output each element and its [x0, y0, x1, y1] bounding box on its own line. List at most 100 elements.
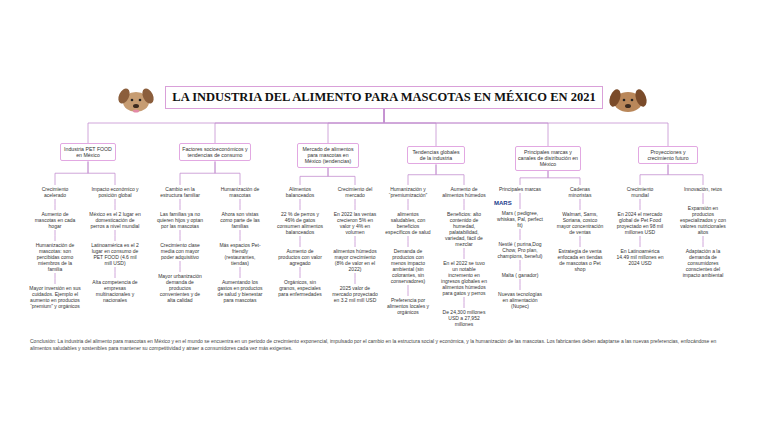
node-text: Walmart, Sams, Soriana, costco mayor con…	[556, 211, 604, 235]
node-text: Mars ( pedigree, whiskas, Pal, perfect f…	[497, 210, 543, 228]
topic-text: Orgánicos, sin granos, especiales para e…	[274, 278, 326, 298]
dog-illustration	[116, 87, 156, 113]
branch-connector	[384, 109, 668, 146]
topic-text: Crecimiento clase media con mayor poder …	[154, 241, 206, 261]
topic-text: Mayor urbanización demanda de productos …	[154, 272, 206, 304]
branch-connector	[668, 164, 703, 185]
branch-connector	[464, 199, 465, 210]
topic-text: En el 2022 se tuvo un notable incremento…	[439, 259, 489, 297]
topic-text: Walmart, Sams, Soriana, costco mayor con…	[554, 210, 606, 236]
node-text: Demanda de productos con menos impacto a…	[385, 248, 431, 284]
branch-connector	[240, 230, 241, 241]
branch-connector	[240, 267, 241, 278]
branch-connector	[115, 199, 116, 210]
branch-connector	[580, 236, 581, 247]
node-text: Impacto económico y posición global	[90, 186, 140, 198]
branch-header: Proyecciones y crecimiento futuro	[638, 146, 698, 164]
title-box: LA INDUSTRIA DEL ALIMENTO PARA MASCOTAS …	[165, 86, 603, 109]
node-text: Nuevas tecnologías en alimentación (Nupe…	[497, 291, 543, 309]
node-text: Humanización de mascotas: son percibidas…	[30, 242, 80, 272]
topic-text: Alimentos balanceados	[275, 185, 325, 199]
branch-connector	[640, 164, 668, 185]
node-text: Cadenas minoristas	[558, 186, 602, 198]
node-text: Factores socioeconómicos y tendencias de…	[182, 146, 248, 158]
branch-connector	[355, 236, 356, 247]
branch-connector	[115, 230, 116, 241]
branch-header: Factores socioeconómicos y tendencias de…	[179, 143, 251, 161]
topic-text: Estrategia de venta enfocada en tiendas …	[554, 247, 606, 273]
node-text: Innovación, retos	[681, 186, 725, 192]
node-text: 2025 valor de mercado proyectado en 3.2 …	[331, 285, 379, 303]
node-text: Malta ( ganador)	[497, 272, 543, 278]
branch-connector	[300, 267, 301, 278]
topic-text: Demanda de productos con menos impacto a…	[383, 247, 433, 285]
topic-text: En 2022 las ventas crecieron 5% en valor…	[329, 210, 381, 236]
topic-text: Nuevas tecnologías en alimentación (Nupe…	[495, 290, 545, 310]
node-text: Mercado de alimentos para mascotas en Mé…	[300, 146, 356, 165]
topic-text: Aumento de alimentos húmedos	[439, 185, 489, 199]
node-text: Adaptación a la demanda de consumidores …	[679, 248, 727, 278]
topic-text: Más espacios Pet-friendly (restaurantes,…	[214, 241, 266, 267]
node-text: Aumento de alimentos húmedos	[441, 186, 487, 198]
topic-text: Aumentando los gastos en productos de sa…	[214, 278, 266, 304]
branch-header: Mercado de alimentos para mascotas en Mé…	[297, 143, 359, 168]
topic-text: De 24,300 millones USD a 27,952 millones	[439, 308, 489, 328]
topic-text: Principales marcas	[496, 185, 544, 193]
node-text: En 2022 las ventas crecieron 5% en valor…	[331, 211, 379, 235]
branch-connector	[520, 279, 521, 290]
topic-text: Alta competencia de empresas multinacion…	[87, 278, 143, 304]
node-text: Mayor inversión en sus cuidados. Ejemplo…	[29, 285, 81, 309]
branch-connector	[215, 109, 384, 143]
node-text: Mayor urbanización demanda de productos …	[156, 273, 204, 303]
topic-text: Mayor inversión en sus cuidados. Ejemplo…	[27, 284, 83, 310]
branch-connector	[115, 267, 116, 278]
branch-connector	[88, 161, 115, 185]
node-text: Crecimiento acelerado	[31, 186, 79, 198]
node-text: Proyecciones y crecimiento futuro	[641, 149, 695, 161]
topic-text: Crecimiento del mercado	[329, 185, 381, 199]
topic-text: 22 % de perros y 46% de gatos consumen a…	[274, 210, 326, 236]
node-text: De 24,300 millones USD a 27,952 millones	[441, 309, 487, 327]
branch-header: Tendencias globales de la industria	[407, 146, 465, 164]
branch-connector	[408, 199, 409, 210]
topic-text: Humanización de mascotas: son percibidas…	[28, 241, 82, 273]
node-text: Alimentos balanceados	[277, 186, 323, 198]
branch-connector	[640, 236, 641, 247]
node-text: Beneficios: alto contenido de humedad, p…	[441, 211, 487, 247]
topic-text: Crecimiento mundial	[616, 185, 664, 199]
node-text: Estrategia de venta enfocada en tiendas …	[556, 248, 604, 272]
topic-text: Aumento de productos con valor agregado	[274, 247, 326, 267]
topic-text: Las familias ya no quieren hijos y optan…	[154, 210, 206, 230]
topic-text: En Latinoamérica 14.49 mil millones en 2…	[614, 247, 666, 267]
node-text: Tendencias globales de la industria	[410, 149, 462, 161]
branch-connector	[703, 236, 704, 247]
brand-logo-text: MARS	[494, 200, 512, 206]
branch-connector	[180, 230, 181, 241]
branch-connector	[464, 297, 465, 308]
node-text: Humanización y “premiumización”	[385, 186, 431, 198]
topic-text: Innovación, retos	[679, 185, 727, 193]
topic-text: Mars ( pedigree, whiskas, Pal, perfect f…	[495, 209, 545, 229]
branch-connector	[55, 230, 56, 241]
branch-connector	[408, 236, 409, 247]
branch-connector	[384, 109, 548, 146]
topic-text: Malta ( ganador)	[495, 271, 545, 279]
topic-text: Crecimiento acelerado	[29, 185, 81, 199]
topic-text: Humanización de mascotas	[215, 185, 265, 199]
node-text: Las familias ya no quieren hijos y optan…	[156, 211, 204, 229]
topic-text: Nestlé ( purina,Dog Chow, Pro plan, cham…	[495, 240, 545, 260]
node-text: Principales marcas	[498, 186, 542, 192]
node-text: En Latinoamérica 14.49 mil millones en 2…	[616, 248, 664, 266]
branch-connector	[520, 260, 521, 271]
branch-connector	[703, 193, 704, 204]
topic-text: Cadenas minoristas	[556, 185, 604, 199]
node-text: Industria PET FOOD en México	[63, 146, 113, 158]
node-text: Alta competencia de empresas multinacion…	[89, 279, 141, 303]
node-text: Crecimiento mundial	[618, 186, 662, 198]
node-text: Expansión en productos especializados y …	[679, 205, 727, 235]
node-text: Crecimiento clase media con mayor poder …	[156, 242, 204, 260]
topic-text: Aumento de mascotas en cada hogar	[29, 210, 81, 230]
node-text: México es el 2 lugar en domesticación de…	[89, 211, 141, 229]
branch-connector	[328, 109, 384, 143]
node-text: Cambio en la estructura familiar	[157, 186, 203, 198]
